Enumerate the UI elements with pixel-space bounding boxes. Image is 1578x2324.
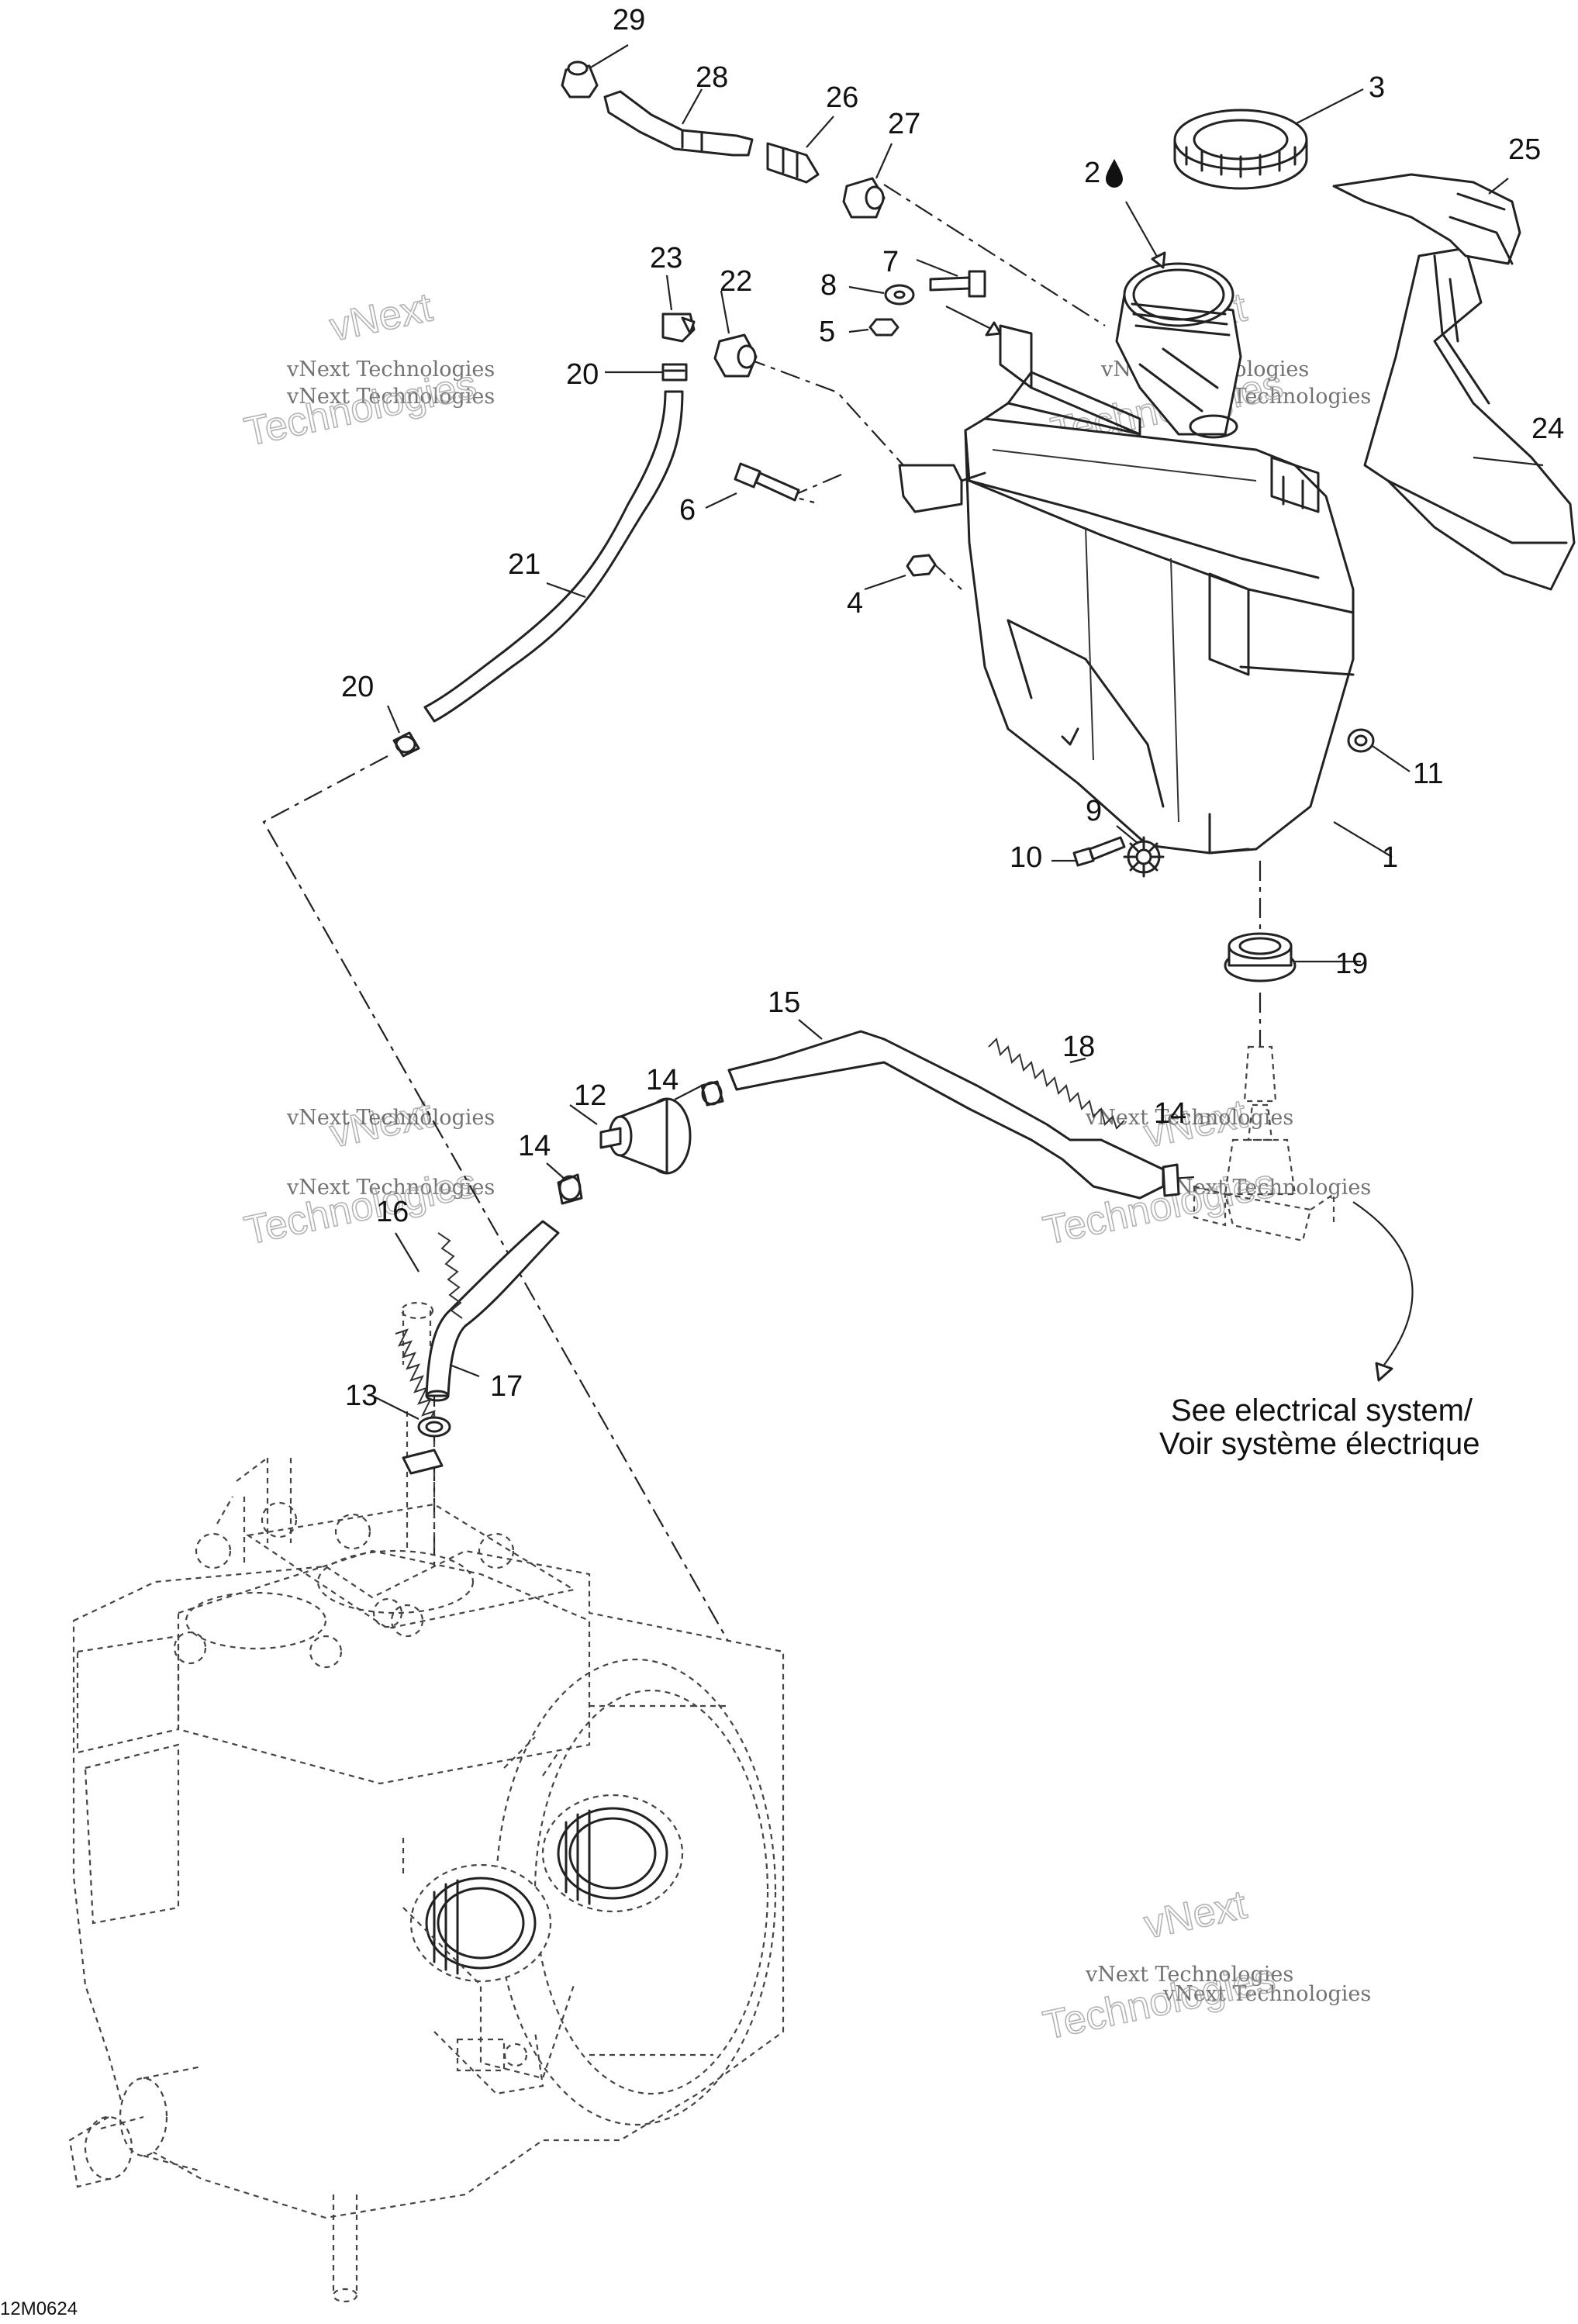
clamp-14-mid xyxy=(700,1080,724,1107)
callout-1: 1 xyxy=(1382,841,1398,874)
callout-2: 2 xyxy=(1084,157,1100,189)
callout-21: 21 xyxy=(508,548,540,581)
engine-oil-nipple xyxy=(402,1449,444,1475)
callout-16: 16 xyxy=(376,1196,409,1228)
callout-4: 4 xyxy=(847,587,863,620)
callout-20-bottom: 20 xyxy=(341,671,374,703)
screw-10 xyxy=(1072,836,1126,867)
fitting-29 xyxy=(561,60,599,98)
part-25-trim xyxy=(1332,173,1521,265)
oil-tank xyxy=(964,324,1355,855)
tank-cap xyxy=(1173,109,1308,190)
callout-14-right: 14 xyxy=(1154,1097,1186,1130)
washer-8 xyxy=(884,284,915,306)
figure-id: 12M0624 xyxy=(0,2298,78,2319)
washer-9 xyxy=(1123,836,1165,878)
callout-28: 28 xyxy=(696,61,728,94)
callout-25: 25 xyxy=(1508,133,1541,166)
callout-8: 8 xyxy=(820,269,837,302)
clamp-14-left xyxy=(557,1173,583,1205)
grommet-19 xyxy=(1224,932,1297,982)
nut-5 xyxy=(868,318,899,337)
callout-22: 22 xyxy=(720,265,752,298)
svg-text:vNext: vNext xyxy=(326,285,437,350)
callout-5: 5 xyxy=(819,316,835,348)
callout-7: 7 xyxy=(882,246,899,278)
sensor-assembly xyxy=(1193,1045,1335,1242)
oil-pump-12 xyxy=(599,1097,692,1175)
hose-28 xyxy=(603,90,754,157)
bracket xyxy=(898,464,986,513)
spring-18 xyxy=(988,1038,1125,1130)
arrow-to-tank xyxy=(945,306,1002,337)
callout-14-mid: 14 xyxy=(646,1064,679,1096)
callout-13: 13 xyxy=(345,1380,378,1412)
callout-29: 29 xyxy=(613,4,645,36)
callout-11: 11 xyxy=(1413,758,1443,790)
grommet-22 xyxy=(713,333,758,378)
hose-17 xyxy=(425,1220,560,1402)
bolt-7 xyxy=(929,270,986,298)
callout-leaders xyxy=(371,44,1544,1420)
hose-21 xyxy=(423,390,684,723)
callout-17: 17 xyxy=(490,1370,523,1403)
svg-text:vNext Technologies: vNext Technologies xyxy=(286,1106,495,1130)
callout-10: 10 xyxy=(1010,841,1042,874)
callout-14-left: 14 xyxy=(518,1130,551,1162)
watermark-1: vNext vNext Technologies vNext Technolog… xyxy=(240,284,495,455)
watermark-6: vNext vNext Technologies vNext Technolog… xyxy=(1039,1881,1372,2049)
svg-text:vNext Technologies: vNext Technologies xyxy=(1162,1982,1371,2006)
callout-19: 19 xyxy=(1335,948,1368,980)
arrow-oil-fill xyxy=(1125,201,1166,269)
watermark-3: vNext vNext Technologies vNext Technolog… xyxy=(240,1090,495,1254)
grommet-11 xyxy=(1347,728,1375,753)
svg-text:vNext Technologies: vNext Technologies xyxy=(286,385,495,409)
callout-27: 27 xyxy=(888,108,920,140)
connector-26 xyxy=(766,142,820,184)
svg-text:vNext Technologies: vNext Technologies xyxy=(286,357,495,382)
grommet-27 xyxy=(842,177,886,219)
callout-18: 18 xyxy=(1062,1031,1095,1063)
spring-16 xyxy=(395,1232,463,1428)
arrow-see-electrical xyxy=(1352,1201,1414,1382)
crankshaft-end xyxy=(68,2065,202,2188)
svg-text:vNext Technologies: vNext Technologies xyxy=(286,1176,495,1200)
callout-3: 3 xyxy=(1369,71,1385,104)
svg-text:vNext: vNext xyxy=(1140,1882,1251,1947)
note-line-2: Voir système électrique xyxy=(1159,1427,1480,1461)
engine-block xyxy=(68,1301,785,2303)
intake-port-left xyxy=(409,1863,552,1983)
oil-drop-icon xyxy=(1106,159,1123,188)
callout-24: 24 xyxy=(1531,413,1564,445)
clamp-13 xyxy=(417,1416,451,1438)
clamp-14-right xyxy=(1162,1163,1180,1197)
filler-neck xyxy=(1115,262,1242,439)
electrical-note: See electrical system/ Voir système élec… xyxy=(1159,1393,1480,1461)
bolt-6 xyxy=(734,462,800,502)
intake-port-right xyxy=(541,1794,684,1913)
callout-20-top: 20 xyxy=(566,358,599,391)
svg-text:Technologies: Technologies xyxy=(240,1161,480,1254)
clamp-20-top xyxy=(661,363,688,382)
nut-4 xyxy=(906,554,937,577)
callout-6: 6 xyxy=(679,494,696,527)
fitting-23 xyxy=(661,313,696,343)
svg-text:vNext Technologies: vNext Technologies xyxy=(1085,1963,1293,1987)
callout-labels: 1 2 3 4 5 6 7 8 9 10 11 12 13 14 14 14 1… xyxy=(341,4,1564,1412)
callout-26: 26 xyxy=(826,81,858,114)
panel-24 xyxy=(1363,247,1576,591)
callout-23: 23 xyxy=(650,242,682,275)
clamp-20-bottom xyxy=(392,731,420,758)
callout-12: 12 xyxy=(574,1079,606,1112)
callout-9: 9 xyxy=(1086,795,1102,827)
note-line-1: See electrical system/ xyxy=(1171,1393,1473,1428)
callout-15: 15 xyxy=(768,986,800,1019)
